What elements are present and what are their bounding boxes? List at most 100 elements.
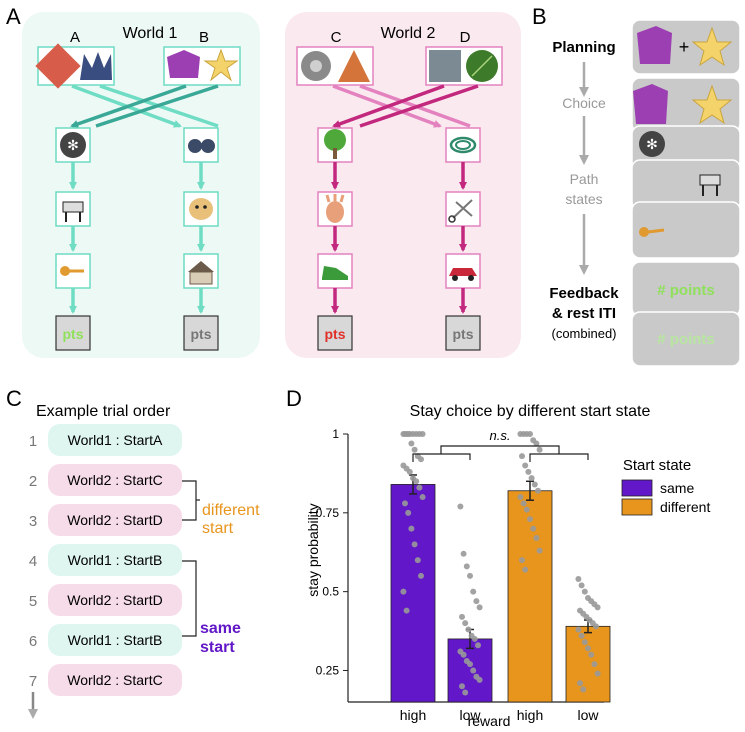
data-point bbox=[470, 667, 477, 674]
house-icon bbox=[188, 261, 214, 272]
panel-b: Planning Choice Path states Feedback & r… bbox=[549, 19, 741, 367]
svg-text:✻: ✻ bbox=[67, 137, 79, 153]
data-point bbox=[594, 670, 601, 677]
bracket-top bbox=[440, 445, 560, 454]
trial-label: World1 : StartA bbox=[68, 432, 163, 448]
chart-legend: Start state same different bbox=[621, 457, 710, 516]
stage-feedback-line2: & rest ITI bbox=[552, 305, 616, 322]
data-point bbox=[527, 516, 533, 523]
points-feedback-label: # points bbox=[657, 282, 715, 299]
trial-number: 4 bbox=[29, 553, 37, 570]
points-d-label: pts bbox=[453, 326, 474, 342]
data-point bbox=[419, 431, 426, 437]
bracket-right bbox=[529, 453, 589, 462]
data-point bbox=[403, 607, 410, 614]
data-point bbox=[459, 613, 465, 620]
panel-a: World 1 A B ✻ bbox=[22, 12, 521, 358]
trial-number: 2 bbox=[29, 473, 37, 490]
trial-pill bbox=[48, 664, 182, 696]
snowflake-icon bbox=[60, 132, 86, 158]
stage-choice: Choice bbox=[562, 95, 606, 111]
x-tick-label: low bbox=[459, 707, 481, 723]
svg-text:✻: ✻ bbox=[646, 136, 658, 152]
data-point bbox=[533, 440, 540, 447]
data-point bbox=[520, 500, 527, 507]
data-point bbox=[581, 639, 588, 646]
data-point bbox=[405, 509, 412, 516]
y-tick-label: 0.5 bbox=[322, 585, 339, 599]
y-tick-label: 0.75 bbox=[316, 506, 340, 520]
trial-number: 7 bbox=[29, 673, 37, 690]
start-d-label: D bbox=[460, 29, 471, 46]
y-tick-label: 1 bbox=[332, 427, 339, 441]
start-b-stimuli bbox=[163, 46, 241, 86]
data-point bbox=[459, 683, 465, 690]
panel-a-letter: A bbox=[6, 4, 21, 29]
crown-icon bbox=[80, 52, 112, 80]
purple-pentagon-icon bbox=[167, 50, 200, 78]
data-point bbox=[580, 686, 587, 693]
points-b-label: pts bbox=[191, 326, 212, 342]
sneaker-icon bbox=[322, 266, 348, 280]
hand-icon bbox=[326, 201, 344, 223]
world2-path-c: pts bbox=[317, 127, 353, 351]
points-c-label: pts bbox=[325, 326, 346, 342]
world1-path-a: ✻ pts bbox=[55, 127, 91, 351]
points-rest-label: # points bbox=[657, 331, 715, 348]
screen-path-3 bbox=[631, 201, 741, 259]
trial-label: World2 : StartC bbox=[67, 472, 162, 488]
data-point bbox=[457, 503, 464, 510]
trial-label: World1 : StartB bbox=[68, 632, 163, 648]
data-point bbox=[523, 506, 530, 513]
bar bbox=[447, 638, 493, 703]
purple-pentagon-icon bbox=[637, 26, 672, 64]
data-point bbox=[536, 446, 543, 453]
car-icon bbox=[449, 268, 477, 276]
same-start-line2: start bbox=[200, 639, 235, 656]
key-icon bbox=[60, 266, 70, 276]
stage-feedback-line3: (combined) bbox=[551, 326, 616, 341]
data-point bbox=[519, 453, 525, 460]
grey-texture-icon bbox=[429, 50, 461, 82]
gold-star-icon bbox=[203, 48, 239, 82]
legend-label-same: same bbox=[660, 480, 694, 496]
trial-pill bbox=[48, 584, 182, 616]
data-point bbox=[594, 604, 601, 611]
data-point bbox=[519, 557, 525, 564]
screen-rest bbox=[631, 311, 741, 367]
striped-cone-icon bbox=[338, 50, 370, 82]
data-point bbox=[465, 626, 472, 633]
start-a-label: A bbox=[70, 29, 80, 46]
trial-number: 5 bbox=[29, 593, 37, 610]
stage-path-line2: states bbox=[565, 191, 602, 207]
start-d-stimuli bbox=[425, 46, 503, 86]
chart-title: Stay choice by different start state bbox=[410, 403, 651, 420]
annotation-ns: n.s. bbox=[490, 428, 511, 443]
zebra-icon bbox=[699, 174, 721, 186]
data-point bbox=[418, 572, 424, 579]
start-a-stimuli bbox=[35, 43, 115, 89]
gold-star-icon bbox=[691, 84, 733, 125]
trial-pill bbox=[48, 624, 182, 656]
data-point bbox=[408, 440, 415, 447]
data-point bbox=[470, 588, 477, 595]
x-tick-label: high bbox=[400, 707, 426, 723]
data-point bbox=[419, 494, 426, 501]
gold-star-icon bbox=[691, 26, 733, 67]
data-point bbox=[528, 475, 535, 482]
data-point bbox=[525, 468, 532, 475]
start-c-label: C bbox=[331, 29, 342, 46]
bar bbox=[390, 484, 436, 703]
trial-number: 1 bbox=[29, 433, 37, 450]
trial-pill bbox=[48, 544, 182, 576]
data-point bbox=[517, 494, 524, 501]
data-point bbox=[593, 623, 599, 630]
data-point bbox=[405, 431, 412, 437]
trial-pill bbox=[48, 424, 182, 456]
trial-label: World2 : StartD bbox=[67, 592, 162, 608]
cable-icon bbox=[449, 136, 477, 154]
legend-title: Start state bbox=[623, 457, 691, 474]
bar bbox=[565, 625, 611, 703]
data-point bbox=[522, 462, 529, 469]
